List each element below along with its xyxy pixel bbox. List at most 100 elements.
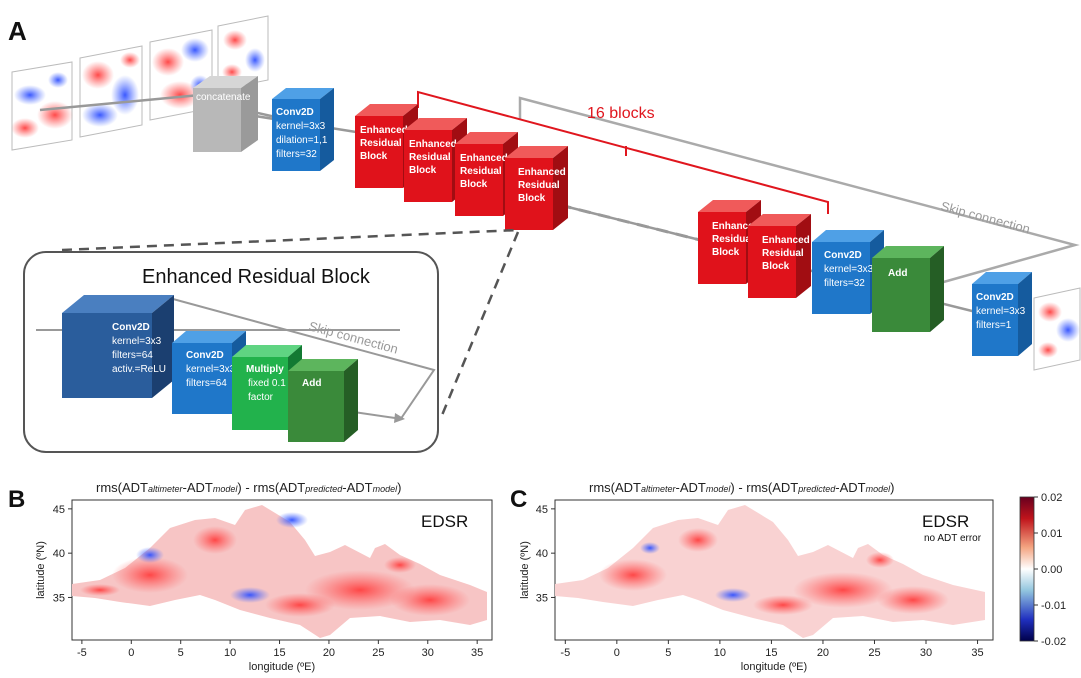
panel-c-label: C xyxy=(510,486,527,513)
conv2d-first: Conv2D kernel=3x3 dilation=1,1 filters=3… xyxy=(272,88,334,171)
input-field-1 xyxy=(11,61,73,151)
x-tick-label: 10 xyxy=(224,647,236,659)
x-tick-label: 5 xyxy=(178,647,184,659)
x-tick-label: -5 xyxy=(77,647,87,659)
add-label: Add xyxy=(888,268,907,279)
add-block-main: Add xyxy=(872,246,944,332)
inset-conv1-line: kernel=3x3 xyxy=(112,336,162,347)
inset-multiply-line: factor xyxy=(248,392,274,403)
block-label: Block xyxy=(460,179,488,190)
y-axis-c: 35 40 45 xyxy=(536,504,555,604)
med-sea-b xyxy=(72,505,487,638)
block-label: Enhanced xyxy=(712,221,760,232)
colorbar-tick-label: -0.02 xyxy=(1041,636,1066,648)
inset-conv2-line: kernel=3x3 xyxy=(186,364,236,375)
med-sea-c xyxy=(555,505,985,638)
inset-conv1-line: filters=64 xyxy=(112,350,153,361)
input-field-4 xyxy=(217,15,269,91)
y-tick-label: 45 xyxy=(536,504,548,516)
block-label: Block xyxy=(360,151,388,162)
inset-conv2d-1: Conv2D kernel=3x3 filters=64 activ.=ReLU xyxy=(62,295,174,398)
x-axis-label-c: longitude (ºE) xyxy=(741,661,807,673)
x-tick-label: 5 xyxy=(665,647,671,659)
concatenate-label: concatenate xyxy=(196,92,251,103)
x-tick-label: -5 xyxy=(560,647,570,659)
colorbar-tick-label: -0.01 xyxy=(1041,600,1066,612)
block-label: Enhanced xyxy=(460,153,508,164)
inset-conv1-title: Conv2D xyxy=(112,322,150,333)
conv2d-mid-line: kernel=3x3 xyxy=(824,264,874,275)
input-field-2 xyxy=(79,45,143,138)
inset-conv2-line: filters=64 xyxy=(186,378,227,389)
conv2d-mid-title: Conv2D xyxy=(824,250,862,261)
y-tick-label: 40 xyxy=(536,548,548,560)
skip-connection-label: Skip connection xyxy=(939,198,1032,236)
conv2d-last: Conv2D kernel=3x3 filters=1 xyxy=(972,272,1032,356)
x-axis-label-b: longitude (ºE) xyxy=(249,661,315,673)
x-tick-label: 35 xyxy=(471,647,483,659)
zoom-line-top xyxy=(61,228,519,252)
conv2d-first-line: dilation=1,1 xyxy=(276,135,328,146)
x-tick-label: 30 xyxy=(920,647,932,659)
x-tick-label: 20 xyxy=(817,647,829,659)
concatenate-box: concatenate xyxy=(193,76,258,152)
y-tick-label: 35 xyxy=(53,592,65,604)
blocks-bracket: 16 blocks xyxy=(417,90,829,214)
block-label: Residual xyxy=(518,180,560,191)
blocks-count-label: 16 blocks xyxy=(587,105,655,122)
colorbar-tick-label: 0.02 xyxy=(1041,492,1062,504)
x-tick-label: 0 xyxy=(128,647,134,659)
panel-b-label: B xyxy=(8,486,25,513)
y-tick-label: 45 xyxy=(53,504,65,516)
conv2d-last-line: kernel=3x3 xyxy=(976,306,1026,317)
x-tick-label: 10 xyxy=(714,647,726,659)
output-field xyxy=(1033,287,1081,371)
panel-c-title: rms(ADTaltimeter-ADTmodel) - rms(ADTpred… xyxy=(589,480,894,495)
panel-b-title: rms(ADTaltimeter-ADTmodel) - rms(ADTpred… xyxy=(96,480,401,495)
conv2d-first-line: filters=32 xyxy=(276,149,317,160)
conv2d-first-title: Conv2D xyxy=(276,107,314,118)
skip-connection-line xyxy=(518,96,1080,285)
inset-conv1-line: activ.=ReLU xyxy=(112,364,166,375)
zoom-line-bottom xyxy=(438,231,520,421)
colorbar-ticks: 0.02 0.01 0.00 -0.01 -0.02 xyxy=(1034,492,1066,648)
residual-block: Enhanced Residual Block xyxy=(748,214,811,298)
x-tick-label: 15 xyxy=(273,647,285,659)
x-tick-label: 0 xyxy=(614,647,620,659)
x-tick-label: 35 xyxy=(971,647,983,659)
block-label: Residual xyxy=(460,166,502,177)
conv2d-last-title: Conv2D xyxy=(976,292,1014,303)
block-label: Residual xyxy=(409,152,451,163)
residual-block: Enhanced Residual Block xyxy=(505,146,568,230)
panel-c-note: no ADT error xyxy=(924,533,982,544)
block-label: Block xyxy=(518,193,546,204)
y-tick-label: 35 xyxy=(536,592,548,604)
block-label: Enhanced xyxy=(762,235,810,246)
x-tick-label: 25 xyxy=(868,647,880,659)
block-label: Block xyxy=(762,261,790,272)
y-axis-label-c: latitude (ºN) xyxy=(519,541,531,599)
x-tick-label: 25 xyxy=(372,647,384,659)
block-label: Block xyxy=(712,247,740,258)
block-label: Enhanced xyxy=(518,167,566,178)
panel-c-tag: EDSR xyxy=(922,512,969,531)
inset-add-label: Add xyxy=(302,378,321,389)
colorbar-tick-label: 0.00 xyxy=(1041,564,1062,576)
colorbar-tick-label: 0.01 xyxy=(1041,528,1062,540)
block-label: Residual xyxy=(360,138,402,149)
colorbar: 0.02 0.01 0.00 -0.01 -0.02 xyxy=(1019,492,1066,648)
conv2d-last-line: filters=1 xyxy=(976,320,1012,331)
x-tick-label: 20 xyxy=(323,647,335,659)
conv2d-mid-line: filters=32 xyxy=(824,278,865,289)
inset-title: Enhanced Residual Block xyxy=(142,266,371,288)
inset-multiply-line: fixed 0.1 xyxy=(248,378,286,389)
inset-add: Add xyxy=(288,359,358,442)
inset-enhanced-residual-block: Enhanced Residual Block Skip connection … xyxy=(23,251,439,453)
x-tick-label: 30 xyxy=(422,647,434,659)
x-axis-b: -5 0 5 10 15 20 25 30 35 xyxy=(77,640,483,659)
y-tick-label: 40 xyxy=(53,548,65,560)
panel-b-tag: EDSR xyxy=(421,512,468,531)
